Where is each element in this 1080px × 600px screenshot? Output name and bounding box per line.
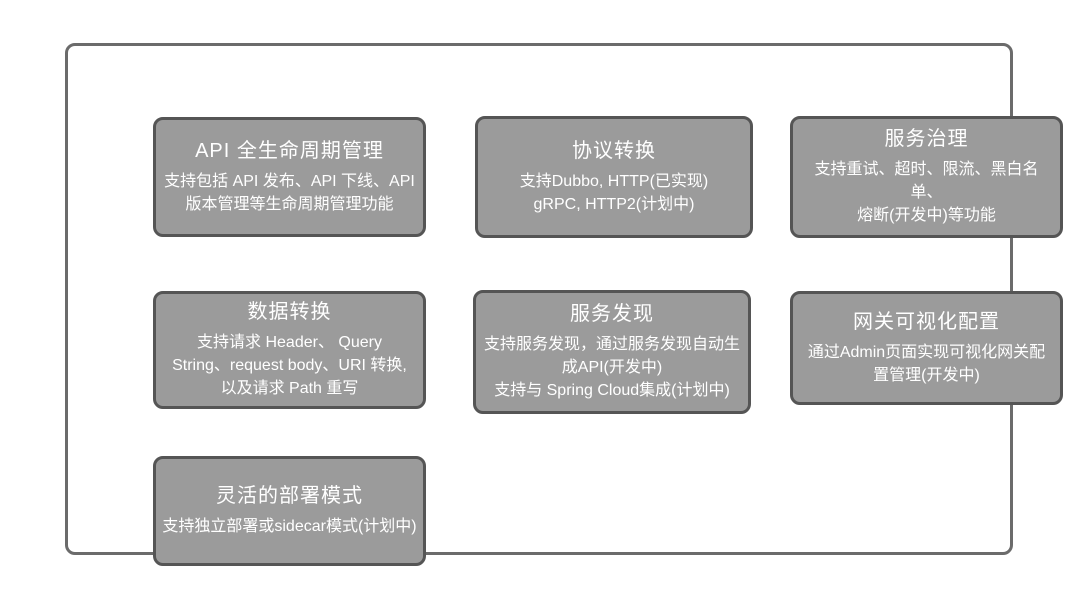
card-title: 数据转换 [247,301,332,324]
feature-card-service-discovery: 服务发现 支持服务发现，通过服务发现自动生 成API(开发中) 支持与 Spri… [473,290,751,414]
feature-card-api-lifecycle: API 全生命周期管理 支持包括 API 发布、API 下线、API 版本管理等… [153,117,426,237]
card-body: 支持重试、超时、限流、黑白名单、 熔断(开发中)等功能 [814,161,1039,224]
card-title: 服务发现 [570,303,654,326]
card-body: 支持请求 Header、 Query String、request body、U… [172,334,407,397]
outer-frame: API 全生命周期管理 支持包括 API 发布、API 下线、API 版本管理等… [65,43,1063,566]
card-body: 支持服务发现，通过服务发现自动生 成API(开发中) 支持与 Spring Cl… [483,336,740,399]
card-body: 支持独立部署或sidecar模式(计划中) [162,518,417,536]
feature-card-protocol-conversion: 协议转换 支持Dubbo, HTTP(已实现) gRPC, HTTP2(计划中) [475,116,753,238]
card-title: 服务治理 [884,128,969,151]
feature-card-flexible-deployment: 灵活的部署模式 支持独立部署或sidecar模式(计划中) [153,456,426,566]
card-title: 网关可视化配置 [853,310,1000,333]
card-title: API 全生命周期管理 [195,139,384,162]
card-body: 支持包括 API 发布、API 下线、API 版本管理等生命周期管理功能 [164,172,415,213]
card-body: 支持Dubbo, HTTP(已实现) gRPC, HTTP2(计划中) [519,172,709,213]
feature-card-data-transformation: 数据转换 支持请求 Header、 Query String、request b… [153,291,426,409]
feature-card-service-governance: 服务治理 支持重试、超时、限流、黑白名单、 熔断(开发中)等功能 [790,116,1063,238]
card-body: 通过Admin页面实现可视化网关配 置管理(开发中) [807,343,1046,384]
feature-card-gateway-visual-config: 网关可视化配置 通过Admin页面实现可视化网关配 置管理(开发中) [790,291,1063,405]
card-title: 协议转换 [572,139,656,162]
card-title: 灵活的部署模式 [216,485,363,508]
